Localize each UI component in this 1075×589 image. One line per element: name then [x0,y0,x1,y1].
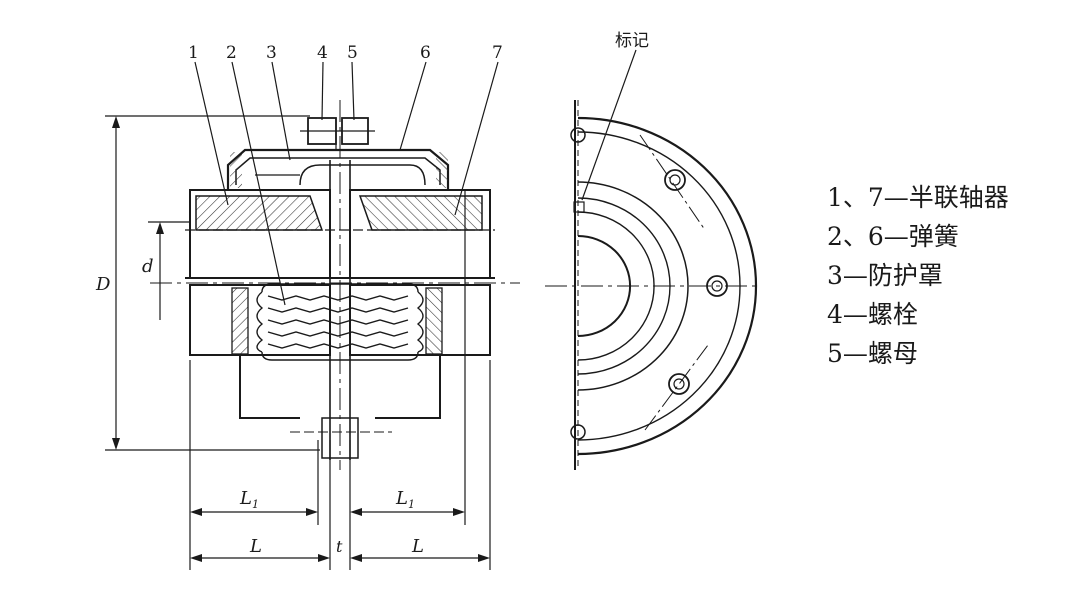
right-hub-lower [349,284,491,356]
dim-L1-left: L1 [239,488,259,511]
bolt-hole [664,169,686,191]
callout-1: 1 [188,43,199,63]
dim-L1-right: L1 [395,488,415,511]
dim-t: t [336,537,343,556]
part-labels: 1 2 3 4 5 6 7 [188,43,503,63]
callout-4: 4 [317,43,328,63]
legend-item: 3—防护罩 [827,261,943,290]
left-hub-hatch [195,195,324,231]
end-view [545,49,760,470]
legend-item: 4—螺栓 [827,300,918,329]
right-hub-hatch [358,195,483,231]
bolt-hole [668,373,690,395]
section-view [150,100,520,470]
dim-D: D [95,274,111,295]
callout-2: 2 [226,43,237,63]
dimension-labels: D d L1 L1 L L t [95,256,424,557]
guard [226,148,450,190]
legend-item: 5—螺母 [827,339,918,368]
callout-5: 5 [347,43,358,63]
legend-item: 2、6—弹簧 [827,222,959,251]
callout-6: 6 [420,43,431,63]
parts-legend: 1、7—半联轴器 2、6—弹簧 3—防护罩 4—螺栓 5—螺母 [827,178,1009,373]
dim-d: d [142,256,154,277]
mark [573,201,585,213]
dim-L-left: L [249,536,262,557]
dim-L-right: L [411,536,424,557]
callout-3: 3 [266,43,277,63]
legend-item: 1、7—半联轴器 [827,183,1009,212]
callout-leaders [194,61,499,306]
callout-7: 7 [492,43,503,63]
mark-label: 标记 [615,31,649,51]
dimension-lines [105,115,491,570]
left-hub-lower [189,284,331,356]
